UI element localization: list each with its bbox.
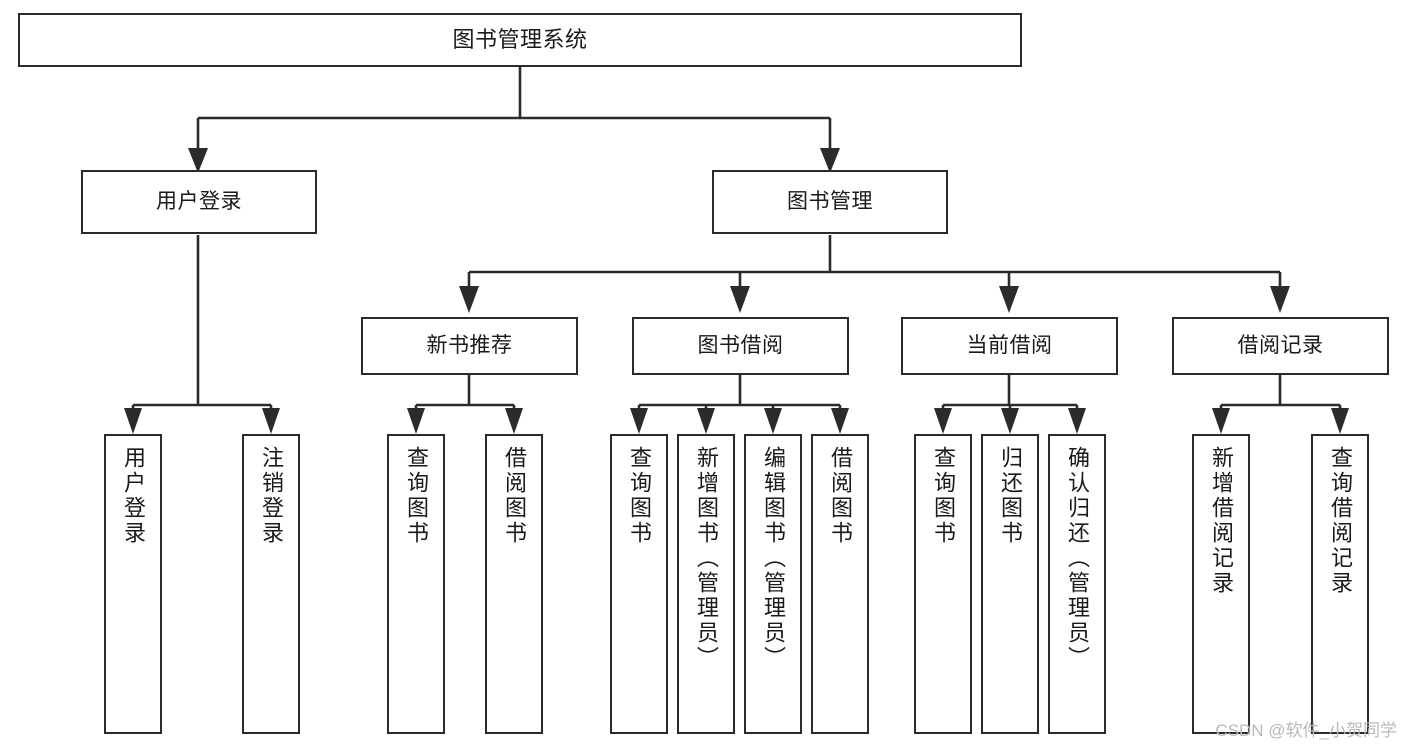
arrowhead-newbook-leaf2 [505, 408, 523, 434]
node-label: 图书管理系统 [452, 26, 588, 52]
node-label: 用户登录 [156, 190, 242, 214]
arrowhead-records-leaf1 [1212, 408, 1230, 434]
arrowhead-current [999, 286, 1019, 313]
arrowhead-newbook [459, 286, 479, 313]
arrowhead-user-login [188, 148, 208, 173]
node-label: 注销登录 [259, 446, 284, 546]
leaf-current-confirm-return-admin[interactable]: 确认归还（管理员） [1048, 434, 1106, 734]
arrowhead-current-leaf2 [1001, 408, 1019, 434]
node-borrow-records[interactable]: 借阅记录 [1172, 317, 1389, 375]
arrowhead-borrow [730, 286, 750, 313]
node-new-book-recommend[interactable]: 新书推荐 [361, 317, 578, 375]
node-label: 归还图书 [998, 446, 1023, 546]
node-label: 查询图书 [404, 446, 429, 546]
arrowhead-book-mgmt [820, 148, 840, 173]
leaf-borrow-add-book-admin[interactable]: 新增图书（管理员） [677, 434, 735, 734]
leaf-user-login-signin[interactable]: 用户登录 [104, 434, 162, 734]
node-label: 查询借阅记录 [1328, 446, 1353, 596]
node-label: 借阅记录 [1237, 334, 1324, 358]
node-label: 新书推荐 [426, 334, 513, 358]
leaf-newbook-query-book[interactable]: 查询图书 [387, 434, 445, 734]
arrowhead-borrow-leaf4 [831, 408, 849, 434]
node-root-system[interactable]: 图书管理系统 [18, 13, 1022, 67]
arrowheads [124, 148, 1349, 434]
node-label: 当前借阅 [966, 334, 1053, 358]
arrowhead-userlogin-leaf2 [262, 408, 280, 434]
node-label: 确认归还（管理员） [1065, 446, 1090, 671]
node-user-login[interactable]: 用户登录 [81, 170, 317, 234]
node-label: 编辑图书（管理员） [761, 446, 786, 671]
arrowhead-borrow-leaf3 [764, 408, 782, 434]
leaf-current-query-book[interactable]: 查询图书 [914, 434, 972, 734]
node-book-management[interactable]: 图书管理 [712, 170, 948, 234]
leaf-borrow-query-book[interactable]: 查询图书 [610, 434, 668, 734]
node-label: 图书借阅 [697, 334, 784, 358]
node-label: 借阅图书 [828, 446, 853, 546]
leaf-records-query-record[interactable]: 查询借阅记录 [1311, 434, 1369, 734]
arrowhead-records [1270, 286, 1290, 313]
leaf-current-return-book[interactable]: 归还图书 [981, 434, 1039, 734]
arrowhead-records-leaf2 [1331, 408, 1349, 434]
node-label: 借阅图书 [502, 446, 527, 546]
node-label: 新增借阅记录 [1209, 446, 1234, 596]
node-label: 查询图书 [931, 446, 956, 546]
node-label: 新增图书（管理员） [694, 446, 719, 671]
leaf-borrow-edit-book-admin[interactable]: 编辑图书（管理员） [744, 434, 802, 734]
node-current-borrow[interactable]: 当前借阅 [901, 317, 1118, 375]
node-label: 查询图书 [627, 446, 652, 546]
node-label: 用户登录 [121, 446, 146, 546]
arrowhead-current-leaf3 [1068, 408, 1086, 434]
arrowhead-userlogin-leaf1 [124, 408, 142, 434]
leaf-user-login-signout[interactable]: 注销登录 [242, 434, 300, 734]
leaf-records-add-record[interactable]: 新增借阅记录 [1192, 434, 1250, 734]
watermark-text: CSDN @软件_小贺同学 [1215, 721, 1397, 740]
arrowhead-newbook-leaf1 [407, 408, 425, 434]
leaf-borrow-borrow-book[interactable]: 借阅图书 [811, 434, 869, 734]
arrowhead-current-leaf1 [934, 408, 952, 434]
node-label: 图书管理 [787, 190, 873, 214]
leaf-newbook-borrow-book[interactable]: 借阅图书 [485, 434, 543, 734]
arrowhead-borrow-leaf2 [697, 408, 715, 434]
arrowhead-borrow-leaf1 [630, 408, 648, 434]
node-book-borrow[interactable]: 图书借阅 [632, 317, 849, 375]
